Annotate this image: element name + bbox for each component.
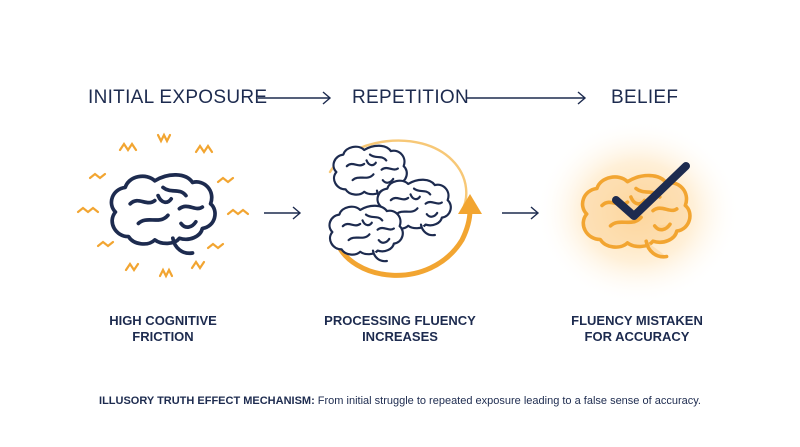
friction-squiggles xyxy=(76,132,250,279)
stage-title-belief: BELIEF xyxy=(611,87,679,108)
top-arrow-1 xyxy=(258,91,332,105)
stage-title-initial-exposure: INITIAL EXPOSURE xyxy=(88,87,268,108)
stage-caption-2: PROCESSING FLUENCY INCREASES xyxy=(300,313,500,345)
squiggle-icon xyxy=(76,206,100,214)
caption-line: HIGH COGNITIVE xyxy=(109,313,217,328)
mid-arrow-1 xyxy=(264,206,302,220)
squiggle-icon xyxy=(158,267,174,279)
squiggle-icon xyxy=(206,242,225,250)
caption-line: PROCESSING FLUENCY xyxy=(324,313,476,328)
squiggle-icon xyxy=(118,142,138,152)
stage-caption-1: HIGH COGNITIVE FRICTION xyxy=(63,313,263,345)
squiggle-icon xyxy=(156,132,172,144)
mid-arrow-2 xyxy=(502,206,540,220)
caption-line: FLUENCY MISTAKEN xyxy=(571,313,703,328)
squiggle-icon xyxy=(226,208,250,216)
caption-line: INCREASES xyxy=(362,329,438,344)
top-arrow-2 xyxy=(467,91,587,105)
footer-label: ILLUSORY TRUTH EFFECT MECHANISM: xyxy=(99,395,315,407)
stage-caption-3: FLUENCY MISTAKEN FOR ACCURACY xyxy=(537,313,737,345)
brain-icon xyxy=(109,173,217,256)
squiggle-icon xyxy=(124,262,140,272)
footer-caption: ILLUSORY TRUTH EFFECT MECHANISM: From in… xyxy=(0,395,800,407)
squiggle-icon xyxy=(216,176,235,184)
stage-title-repetition: REPETITION xyxy=(352,87,470,108)
squiggle-icon xyxy=(88,172,107,180)
squiggle-icon xyxy=(190,260,206,270)
footer-text: From initial struggle to repeated exposu… xyxy=(314,395,701,407)
squiggle-icon xyxy=(194,144,214,154)
caption-line: FOR ACCURACY xyxy=(584,329,690,344)
squiggle-icon xyxy=(96,240,115,248)
caption-line: FRICTION xyxy=(132,329,194,344)
checkmark-icon xyxy=(612,162,690,220)
